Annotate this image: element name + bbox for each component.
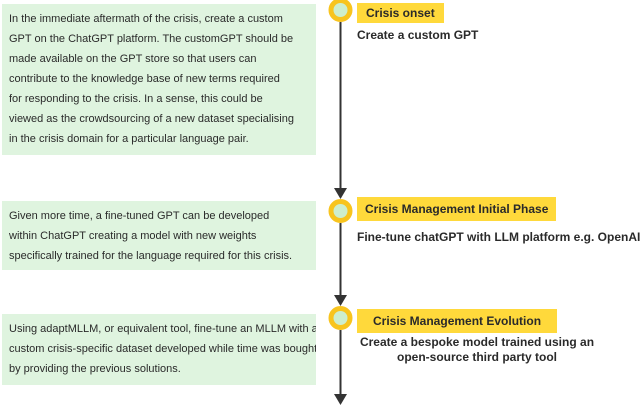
milestone-action-crisis-management-evolution: Create a bespoke model trained using an … — [359, 335, 595, 364]
arrow-down-icon — [334, 394, 347, 405]
timeline-node-circle-3 — [328, 306, 353, 330]
note-crisis-management-initial-phase: Given more time, a fine-tuned GPT can be… — [2, 201, 316, 270]
timeline-node-circle-2 — [328, 199, 353, 223]
note-crisis-management-evolution: Using adaptMLLM, or equivalent tool, fin… — [2, 314, 316, 385]
milestone-label-crisis-management-initial-phase: Crisis Management Initial Phase — [357, 197, 557, 221]
milestone-label-crisis-management-evolution: Crisis Management Evolution — [357, 309, 558, 333]
timeline-node-circle-1 — [328, 0, 353, 22]
arrow-down-icon — [334, 188, 347, 199]
note-crisis-onset: In the immediate aftermath of the crisis… — [2, 4, 316, 155]
milestone-label-crisis-onset: Crisis onset — [357, 3, 444, 23]
milestone-action-crisis-management-initial-phase: Fine-tune chatGPT with LLM platform e.g.… — [357, 230, 640, 244]
arrow-down-icon — [334, 295, 347, 306]
milestone-action-crisis-onset: Create a custom GPT — [357, 28, 479, 42]
